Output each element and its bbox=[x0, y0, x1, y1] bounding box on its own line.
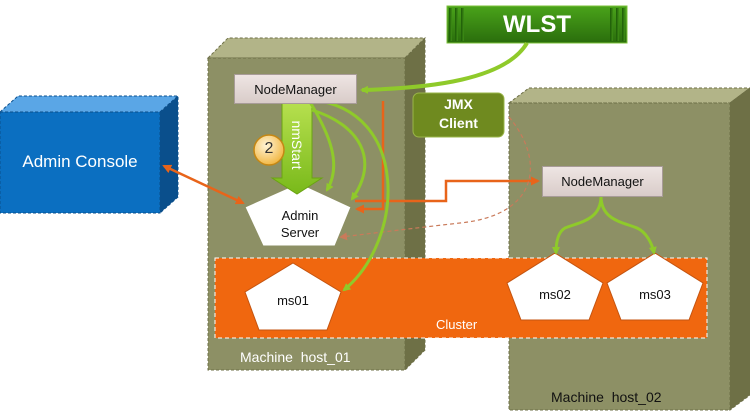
node-manager-host02-label: NodeManager bbox=[561, 174, 644, 189]
admin-server-label: Admin Server bbox=[258, 207, 342, 241]
admin-console-label: Admin Console bbox=[22, 152, 138, 171]
machine-host02-label: Machine host_02 bbox=[551, 389, 662, 405]
machine-host02 bbox=[507, 87, 750, 411]
node-manager-host01: NodeManager bbox=[234, 74, 357, 104]
cluster-label: Cluster bbox=[436, 317, 478, 332]
admin-server-label-2: Server bbox=[280, 225, 320, 240]
step-number: 2 bbox=[264, 140, 274, 157]
admin-server-label-1: Admin bbox=[281, 208, 319, 223]
jmx-client-label-1: JMX bbox=[444, 96, 473, 112]
step-badge bbox=[253, 134, 285, 166]
arrow-admin-nm02 bbox=[355, 176, 540, 203]
machine-host01-label: Machine host_01 bbox=[240, 349, 351, 365]
admin-console-box bbox=[0, 94, 180, 215]
jmx-client-badge bbox=[412, 92, 505, 138]
ms02-label: ms02 bbox=[539, 287, 571, 302]
arrow-wlst-to-nm01 bbox=[360, 41, 529, 94]
arrow-nm01-admin-curve2 bbox=[311, 108, 367, 201]
admin-server-shape bbox=[244, 182, 352, 247]
arrow-console-admin bbox=[162, 164, 245, 205]
wlst-label: WLST bbox=[503, 11, 571, 38]
jmx-client-label-2: Client bbox=[439, 115, 478, 131]
ms02-shape bbox=[506, 252, 604, 321]
node-manager-host02: NodeManager bbox=[542, 166, 663, 197]
arrow-nm01-admin bbox=[355, 101, 385, 214]
ms01-shape bbox=[244, 262, 342, 331]
arrow-nm02-ms03 bbox=[599, 195, 657, 255]
wlst-banner bbox=[446, 5, 628, 44]
arrow-jmx-dashed bbox=[339, 116, 531, 241]
ms01-label: ms01 bbox=[277, 293, 309, 308]
nmstart-label: nmStart bbox=[289, 120, 305, 170]
arrow-nm01-ms01 bbox=[311, 98, 390, 292]
ms03-label: ms03 bbox=[639, 287, 671, 302]
node-manager-host01-label: NodeManager bbox=[254, 81, 337, 97]
arrow-nm02-ms02 bbox=[552, 195, 603, 255]
nmstart-arrow bbox=[270, 101, 324, 195]
ms03-shape bbox=[606, 252, 704, 321]
